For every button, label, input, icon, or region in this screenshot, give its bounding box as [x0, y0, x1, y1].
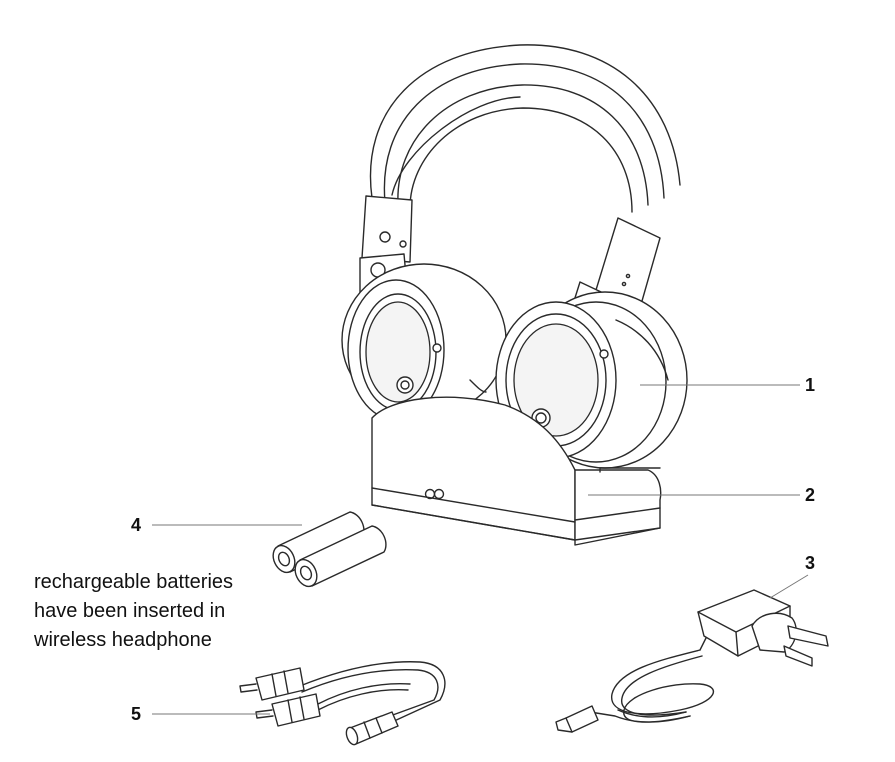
logo-mark [424, 488, 445, 500]
callout-2: 2 [805, 485, 816, 505]
power-adapter [555, 589, 829, 733]
left-earcup [341, 263, 507, 421]
jack-plug [345, 711, 399, 746]
callout-1: 1 [805, 375, 816, 395]
callout-4: 4 [131, 515, 142, 535]
battery-note-line-3: wireless headphone [34, 629, 212, 651]
callout-3: 3 [805, 553, 816, 573]
right-earcup [495, 291, 688, 469]
rca-plug-lower [255, 693, 321, 727]
battery-note-line-2: have been inserted in [34, 600, 226, 622]
transmitter-base [371, 396, 662, 546]
battery-note-line-1: rechargeable batteries [34, 571, 234, 593]
battery-note: rechargeable batteries have been inserte… [34, 568, 294, 655]
callout-5: 5 [131, 704, 142, 724]
audio-cable [239, 661, 446, 746]
rca-plug-upper [239, 667, 305, 701]
headband [369, 44, 681, 213]
batteries [272, 511, 387, 588]
leader-3 [769, 574, 809, 599]
